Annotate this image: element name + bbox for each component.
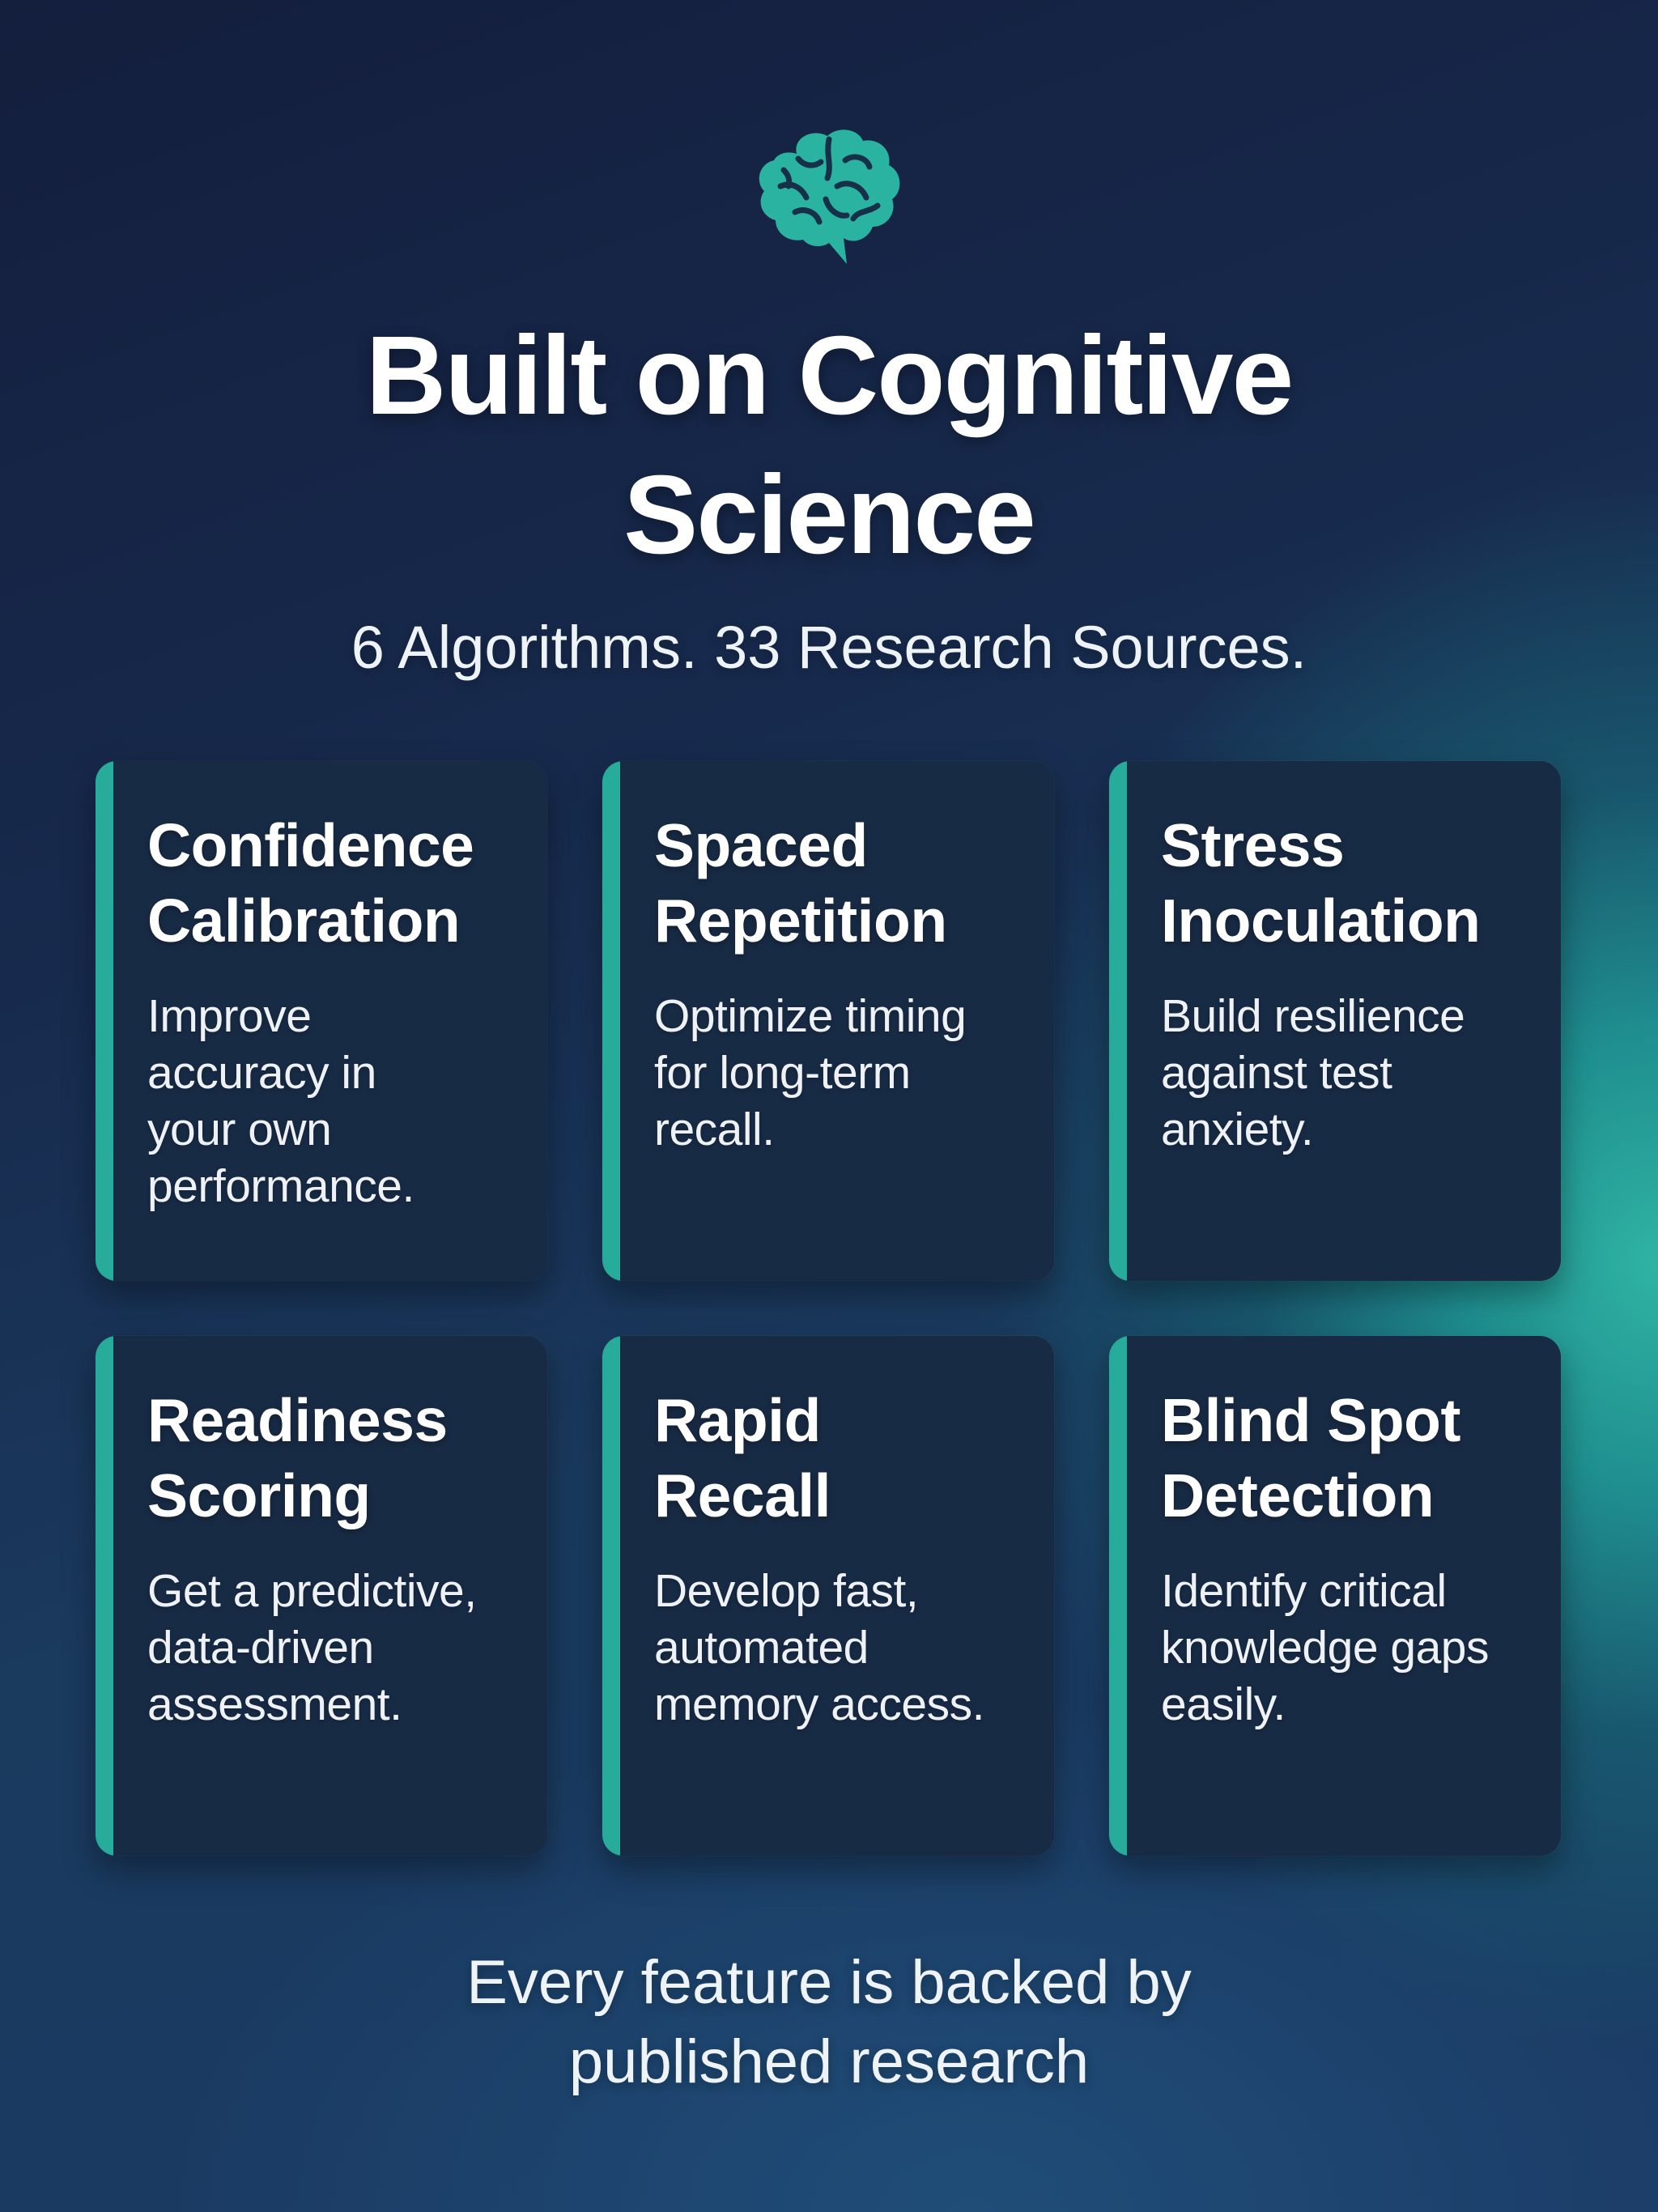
card-description-line: Improve xyxy=(147,990,312,1042)
page-subtitle: 6 Algorithms. 33 Research Sources. xyxy=(351,614,1307,681)
card-title-line: Calibration xyxy=(147,887,461,955)
card-description-line: Build resilience xyxy=(1161,990,1465,1042)
card-description-line: anxiety. xyxy=(1161,1104,1314,1155)
card-title: Stress Inoculation xyxy=(1161,808,1541,959)
card-description-line: knowledge gaps xyxy=(1161,1622,1489,1674)
card-description-line: performance. xyxy=(147,1160,414,1212)
page-title-line-2: Science xyxy=(623,453,1036,577)
card-title-line: Confidence xyxy=(147,811,474,879)
feature-card-readiness-scoring: Readiness Scoring Get a predictive, data… xyxy=(96,1336,547,1856)
card-description: Identify critical knowledge gaps easily. xyxy=(1161,1563,1545,1733)
feature-card-stress-inoculation: Stress Inoculation Build resilience agai… xyxy=(1109,761,1561,1281)
card-description: Develop fast, automated memory access. xyxy=(654,1563,1038,1733)
card-description-line: Get a predictive, xyxy=(147,1565,477,1617)
card-description: Get a predictive, data-driven assessment… xyxy=(147,1563,531,1733)
card-description: Build resilience against test anxiety. xyxy=(1161,988,1545,1158)
card-title: Spaced Repetition xyxy=(654,808,1035,959)
card-description: Improve accuracy in your own performance… xyxy=(147,988,531,1214)
footer-line-2: published research xyxy=(568,2027,1090,2096)
card-description-line: against test xyxy=(1161,1047,1392,1099)
card-description-line: memory access. xyxy=(654,1678,984,1730)
page-title-line-1: Built on Cognitive xyxy=(365,313,1295,438)
card-description-line: data-driven xyxy=(147,1622,374,1674)
card-description-line: recall. xyxy=(654,1104,775,1155)
card-title-line: Readiness xyxy=(147,1386,448,1454)
card-description: Optimize timing for long-term recall. xyxy=(654,988,1038,1158)
card-title: Blind Spot Detection xyxy=(1161,1383,1541,1534)
card-description-line: for long-term xyxy=(654,1047,911,1099)
card-description-line: accuracy in xyxy=(147,1047,376,1099)
page-title: Built on Cognitive Science xyxy=(0,306,1658,585)
card-description-line: Identify critical xyxy=(1161,1565,1447,1617)
card-title: Rapid Recall xyxy=(654,1383,1035,1534)
card-description-line: easily. xyxy=(1161,1678,1286,1730)
card-description-line: automated xyxy=(654,1622,869,1674)
card-title-line: Stress xyxy=(1161,811,1345,879)
card-title: Readiness Scoring xyxy=(147,1383,528,1534)
card-title-line: Rapid xyxy=(654,1386,821,1454)
card-description-line: assessment. xyxy=(147,1678,402,1730)
card-title: Confidence Calibration xyxy=(147,808,528,959)
card-description-line: your own xyxy=(147,1104,332,1155)
brain-icon xyxy=(759,130,900,264)
footer-line-1: Every feature is backed by xyxy=(466,1948,1192,2017)
card-title-line: Inoculation xyxy=(1161,887,1481,955)
card-description-line: Optimize timing xyxy=(654,990,967,1042)
card-title-line: Scoring xyxy=(147,1461,371,1529)
card-title-line: Recall xyxy=(654,1461,831,1529)
feature-card-confidence-calibration: Confidence Calibration Improve accuracy … xyxy=(96,761,547,1281)
card-description-line: Develop fast, xyxy=(654,1565,919,1617)
card-title-line: Blind Spot xyxy=(1161,1386,1460,1454)
feature-card-blind-spot-detection: Blind Spot Detection Identify critical k… xyxy=(1109,1336,1561,1856)
card-title-line: Spaced xyxy=(654,811,868,879)
feature-card-spaced-repetition: Spaced Repetition Optimize timing for lo… xyxy=(602,761,1054,1281)
footer-tagline: Every feature is backed by published res… xyxy=(0,1943,1658,2102)
card-title-line: Repetition xyxy=(654,887,947,955)
card-title-line: Detection xyxy=(1161,1461,1435,1529)
feature-card-rapid-recall: Rapid Recall Develop fast, automated mem… xyxy=(602,1336,1054,1856)
